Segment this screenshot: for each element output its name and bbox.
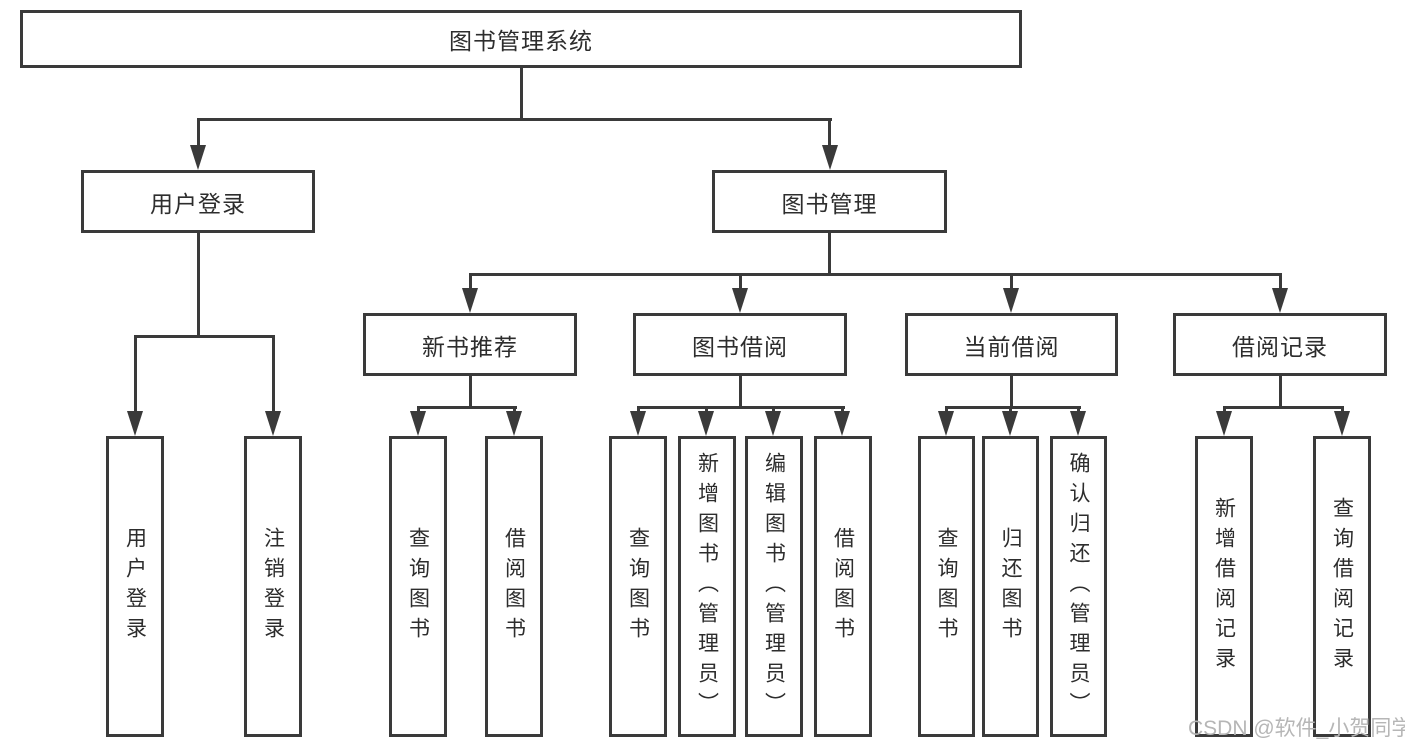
node-leaf-add-borrow-record-label: 新增借阅记录 [1212,496,1236,677]
node-leaf-add-borrow-record: 新增借阅记录 [1195,436,1253,737]
arrow-down-icon [1003,288,1019,313]
connector-line [1077,406,1080,415]
node-user-login: 用户登录 [81,170,315,233]
connector-line [739,273,742,290]
connector-line [272,335,275,413]
connector-line [197,118,832,121]
arrow-down-icon [630,411,646,436]
node-leaf-query-borrow-record-label: 查询借阅记录 [1330,496,1354,677]
connector-line [134,335,275,338]
arrow-down-icon [190,145,206,170]
arrow-down-icon [765,411,781,436]
node-leaf-confirm-return-admin: 确认归还（管理员） [1050,436,1107,737]
node-leaf-query-book-current-label: 查询图书 [935,526,958,647]
arrow-down-icon [1272,288,1288,313]
connector-line [1010,273,1013,290]
node-leaf-query-book-borrowing: 查询图书 [609,436,667,737]
connector-line [637,406,640,415]
connector-line [469,273,1282,276]
connector-line [469,376,472,408]
node-root-label: 图书管理系统 [449,28,593,54]
connector-line [520,68,523,118]
arrow-down-icon [1070,411,1086,436]
node-leaf-confirm-return-admin-label: 确认归还（管理员） [1067,451,1090,722]
arrow-down-icon [698,411,714,436]
arrow-down-icon [506,411,522,436]
arrow-down-icon [462,288,478,313]
node-new-book-recommend-label: 新书推荐 [422,333,518,360]
connector-line [417,406,517,409]
connector-line [739,376,742,408]
connector-line [1341,406,1344,415]
node-leaf-borrow-book: 借阅图书 [814,436,872,737]
connector-line [1223,406,1226,415]
connector-line [134,335,137,413]
connector-line [197,118,200,148]
node-borrowing-records-label: 借阅记录 [1232,333,1328,360]
node-leaf-logout-label: 注销登录 [261,526,285,647]
node-leaf-logout: 注销登录 [244,436,302,737]
connector-line [772,406,775,415]
arrow-down-icon [127,411,143,436]
arrow-down-icon [938,411,954,436]
connector-line [945,406,1081,409]
connector-line [637,406,845,409]
node-book-management: 图书管理 [712,170,947,233]
node-current-borrowing: 当前借阅 [905,313,1118,376]
arrow-down-icon [834,411,850,436]
arrow-down-icon [410,411,426,436]
node-leaf-query-book-recommend: 查询图书 [389,436,447,737]
connector-line [841,406,844,415]
connector-line [417,406,420,415]
arrow-down-icon [1334,411,1350,436]
node-leaf-add-book-admin: 新增图书（管理员） [678,436,736,737]
arrow-down-icon [265,411,281,436]
node-leaf-query-book-current: 查询图书 [918,436,975,737]
connector-line [1279,273,1282,290]
arrow-down-icon [1216,411,1232,436]
node-leaf-query-borrow-record: 查询借阅记录 [1313,436,1371,737]
node-leaf-edit-book-admin: 编辑图书（管理员） [745,436,803,737]
connector-line [469,273,472,290]
node-book-management-label: 图书管理 [781,190,878,217]
node-root: 图书管理系统 [20,10,1022,68]
node-user-login-label: 用户登录 [150,190,246,217]
connector-line [513,406,516,415]
connector-line [1009,406,1012,415]
node-leaf-borrow-book-recommend-label: 借阅图书 [502,526,526,647]
node-leaf-query-book-borrowing-label: 查询图书 [626,526,650,647]
arrow-down-icon [1002,411,1018,436]
node-leaf-edit-book-admin-label: 编辑图书（管理员） [762,451,786,722]
connector-line [1223,406,1344,409]
csdn-watermark: CSDN @软件_小贺同学 [1188,717,1405,740]
node-current-borrowing-label: 当前借阅 [963,333,1060,360]
connector-line [197,233,200,337]
arrow-down-icon [822,145,838,170]
connector-line [1010,376,1013,408]
node-leaf-add-book-admin-label: 新增图书（管理员） [695,451,719,722]
node-book-borrowing: 图书借阅 [633,313,847,376]
node-borrowing-records: 借阅记录 [1173,313,1387,376]
node-leaf-return-book: 归还图书 [982,436,1039,737]
connector-line [828,118,831,148]
connector-line [705,406,708,415]
connector-line [945,406,948,415]
node-leaf-borrow-book-recommend: 借阅图书 [485,436,543,737]
connector-line [828,233,831,275]
node-leaf-query-book-recommend-label: 查询图书 [406,526,430,647]
node-leaf-user-login: 用户登录 [106,436,164,737]
node-leaf-return-book-label: 归还图书 [999,526,1022,647]
node-book-borrowing-label: 图书借阅 [692,333,788,360]
connector-line [1279,376,1282,408]
node-new-book-recommend: 新书推荐 [363,313,577,376]
node-leaf-user-login-label: 用户登录 [123,526,147,647]
node-leaf-borrow-book-label: 借阅图书 [831,526,855,647]
arrow-down-icon [732,288,748,313]
